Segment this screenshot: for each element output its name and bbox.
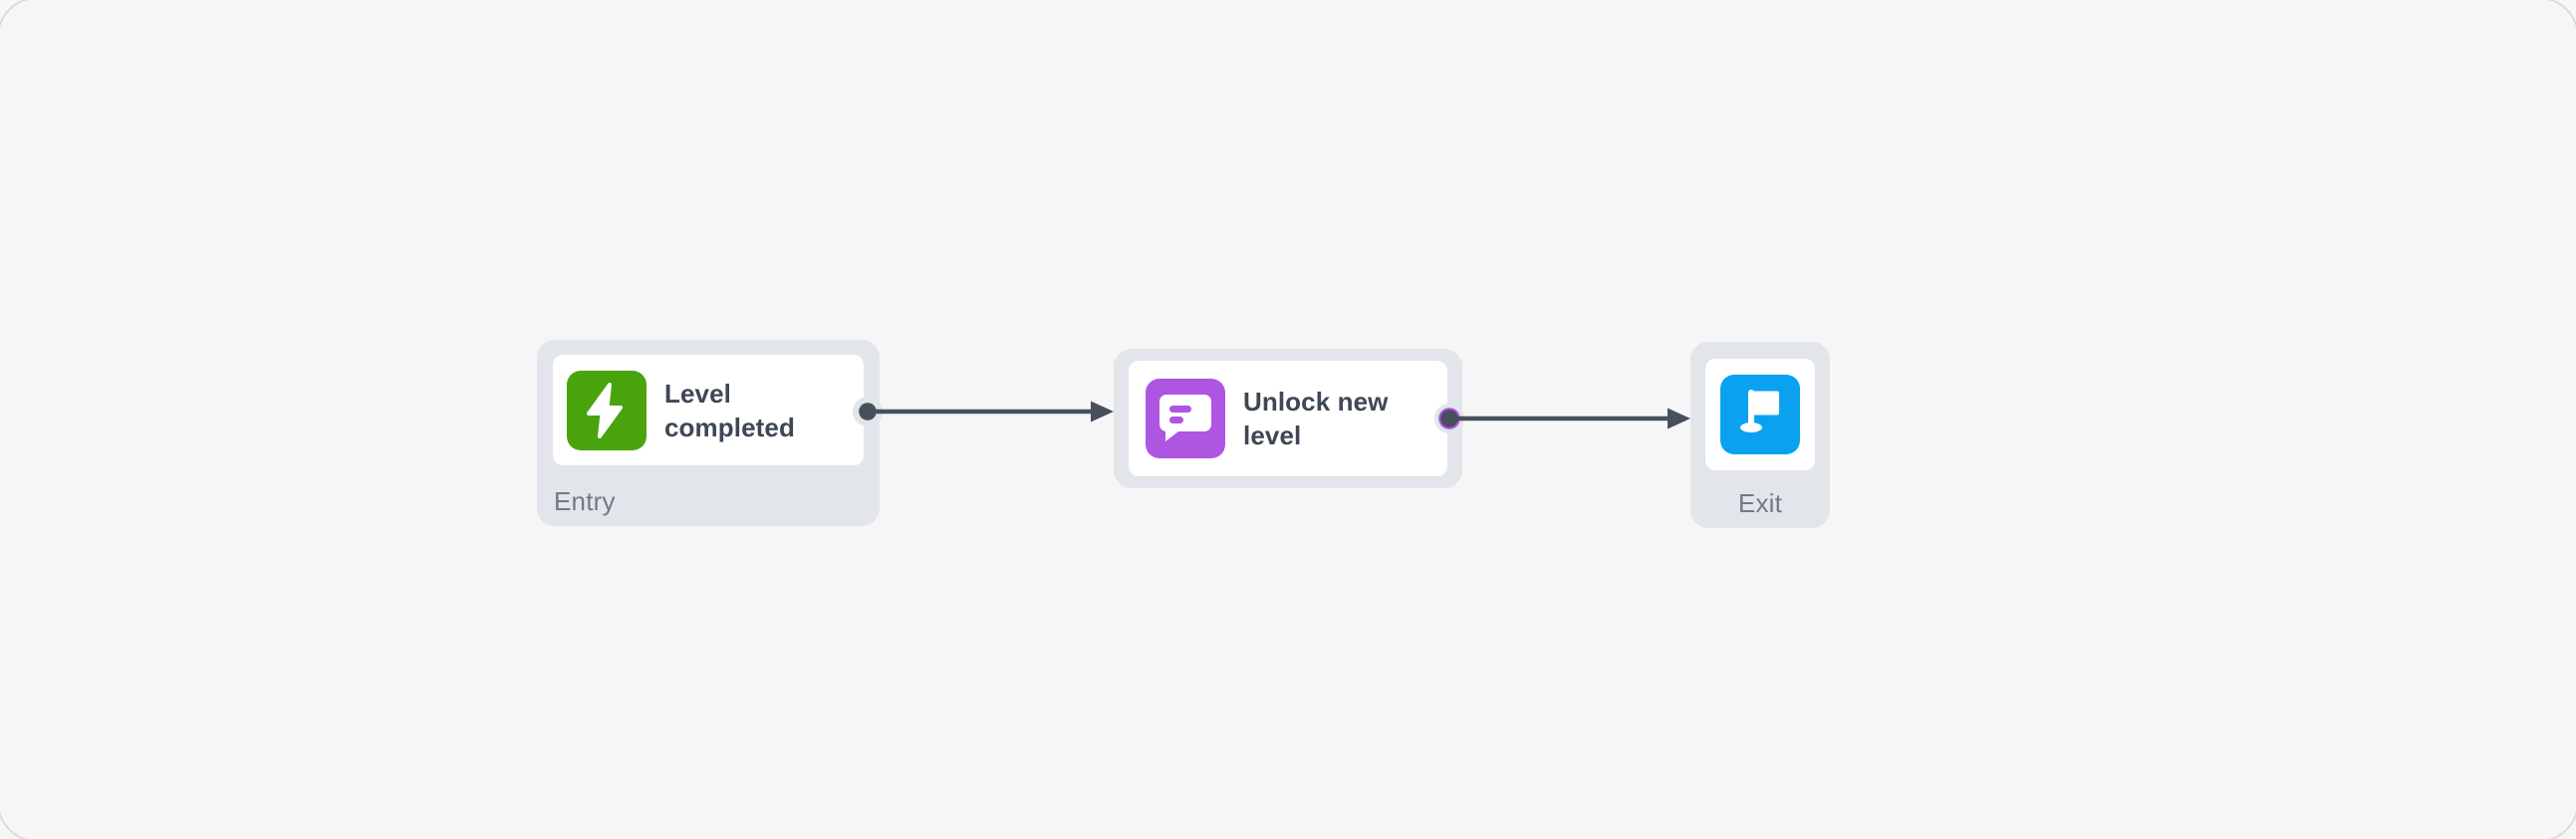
exit-node-card[interactable] bbox=[1705, 359, 1815, 470]
action-node[interactable]: Unlock new level bbox=[1114, 349, 1462, 488]
entry-node-label: Entry bbox=[554, 486, 616, 516]
lightning-bolt-icon bbox=[567, 370, 646, 450]
action-node-card[interactable]: Unlock new level bbox=[1129, 361, 1447, 476]
action-node-title: Unlock new level bbox=[1243, 387, 1389, 450]
exit-node-label: Exit bbox=[1737, 488, 1783, 518]
entry-node-card[interactable]: Level completed bbox=[553, 355, 864, 465]
flag-icon bbox=[1720, 375, 1800, 454]
connector-arrowhead bbox=[1091, 401, 1114, 422]
entry-node-title: Level completed bbox=[664, 378, 795, 442]
chat-message-icon bbox=[1146, 379, 1225, 458]
connector-arrowhead bbox=[1668, 408, 1690, 429]
entry-node[interactable]: Level completed Entry bbox=[537, 340, 880, 526]
exit-node[interactable]: Exit bbox=[1690, 342, 1830, 528]
